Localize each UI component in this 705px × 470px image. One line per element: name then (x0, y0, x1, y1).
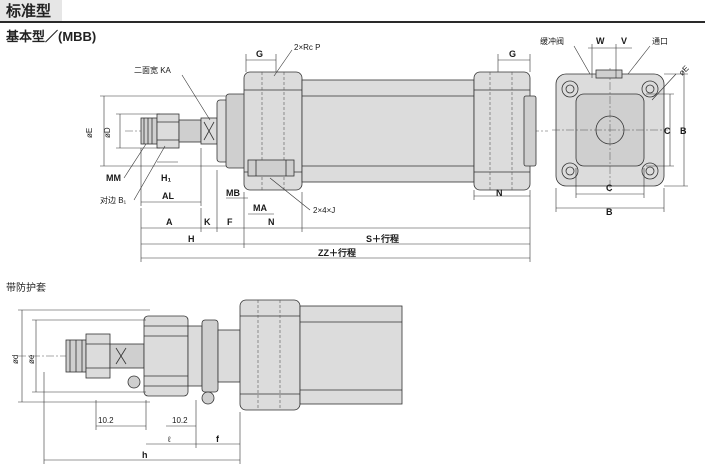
label-c-bottom: C (606, 183, 613, 193)
boot-rod-cover (239, 299, 301, 411)
label-f: F (227, 217, 233, 227)
label-n-mid: N (268, 217, 275, 227)
tie-rod-nut (247, 159, 295, 177)
bellows-boot (143, 315, 189, 397)
label-s-stroke: S＋行程 (366, 233, 399, 244)
port-boss-top (595, 69, 623, 79)
label-phi-e-boot: øe (27, 354, 36, 364)
label-al: AL (162, 191, 174, 201)
label-h-boot: h (142, 450, 148, 460)
label-across-flats-ka: 二面宽 KA (134, 65, 172, 75)
label-g-right: G (509, 49, 516, 59)
label-across-flats-b1: 对边 B₁ (100, 195, 127, 205)
cylinder-tube (301, 79, 475, 183)
label-phi-d-boot: ød (11, 355, 20, 364)
label-g-left: G (256, 49, 263, 59)
label-b-bottom: B (606, 207, 613, 217)
boot-collar (201, 319, 219, 393)
label-mb: MB (226, 188, 240, 198)
tie-rod-hole-tl (561, 80, 579, 98)
label-mm: MM (106, 173, 121, 183)
label-dim-10-2-a: 10.2 (98, 416, 114, 425)
title-tab-background (0, 0, 62, 21)
rod-thread (140, 117, 158, 145)
cushion-valve-boss (523, 95, 537, 167)
label-ma: MA (253, 203, 267, 213)
boot-cover-neck (217, 329, 241, 383)
boot-clamp-left (127, 375, 141, 389)
label-phi-d: øD (103, 127, 112, 138)
label-j: 2×4×J (313, 206, 335, 215)
piston-rod (178, 119, 202, 143)
label-h1: H₁ (161, 173, 171, 183)
rod-nut (156, 113, 180, 149)
subtitle: 基本型／(MBB) (6, 29, 97, 44)
label-w: W (596, 36, 605, 46)
tie-rod-hole-tr (641, 80, 659, 98)
boot-clamp-right (201, 391, 215, 405)
label-h: H (188, 234, 195, 244)
label-port: 2×Rc P (294, 43, 320, 52)
label-a: A (166, 217, 173, 227)
label-ell: ℓ (167, 435, 171, 444)
label-v: V (621, 36, 627, 46)
label-vent: 通口 (652, 36, 668, 46)
label-b-side: B (680, 126, 687, 136)
label-cushion-valve: 缓冲阀 (540, 36, 564, 46)
boot-section-heading: 带防护套 (6, 283, 46, 294)
boot-rod-nut (85, 333, 111, 379)
label-phi-e-left: øE (85, 128, 94, 138)
label-dim-10-2-b: 10.2 (172, 416, 188, 425)
tie-rod-hole-bl (561, 162, 579, 180)
boot-ring (187, 325, 203, 387)
boot-cylinder-tube (299, 305, 403, 405)
label-f-boot: f (216, 434, 220, 444)
label-n-right: N (496, 188, 503, 198)
label-c-side: C (664, 126, 671, 136)
boot-piston-rod (109, 343, 145, 369)
page-title: 标准型 (6, 3, 52, 20)
tie-rod-hole-br (641, 162, 659, 180)
title-divider (0, 21, 705, 23)
label-k: K (204, 217, 211, 227)
label-zz-stroke: ZZ＋行程 (318, 247, 356, 258)
